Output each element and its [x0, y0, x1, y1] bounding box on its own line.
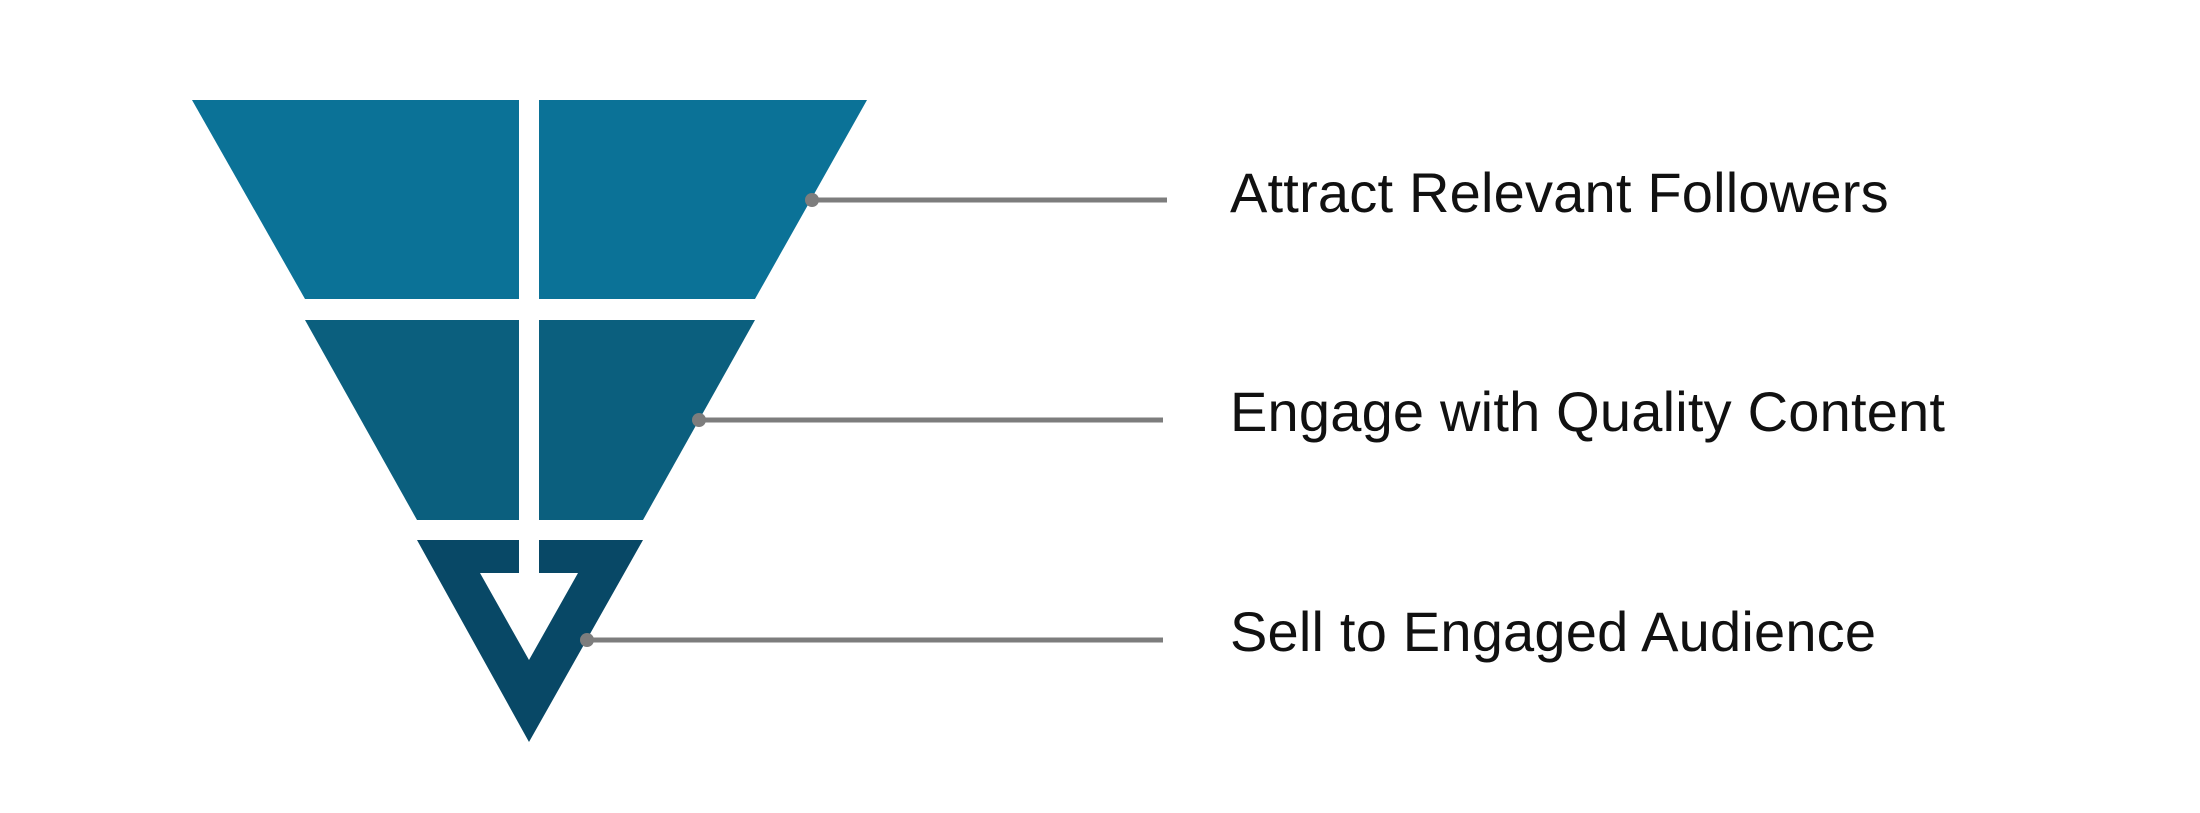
connector-sell	[580, 633, 1163, 647]
funnel-stage-engage-right	[539, 320, 755, 520]
stage-label-engage: Engage with Quality Content	[1230, 380, 1946, 443]
connector-dot	[580, 633, 594, 647]
funnel-stage-attract-left	[192, 100, 519, 299]
funnel-stage-engage	[305, 320, 755, 520]
funnel-stage-attract-right	[539, 100, 867, 299]
funnel-stage-sell-triangle	[417, 540, 643, 742]
connector-dot	[805, 193, 819, 207]
connector-attract	[805, 193, 1167, 207]
stage-label-attract: Attract Relevant Followers	[1230, 161, 1889, 224]
connector-engage	[692, 413, 1163, 427]
stage-label-sell: Sell to Engaged Audience	[1230, 600, 1877, 663]
funnel-stage-engage-left	[305, 320, 519, 520]
funnel-stage-attract	[192, 100, 867, 299]
connector-dot	[692, 413, 706, 427]
funnel-stage-sell	[417, 540, 643, 742]
